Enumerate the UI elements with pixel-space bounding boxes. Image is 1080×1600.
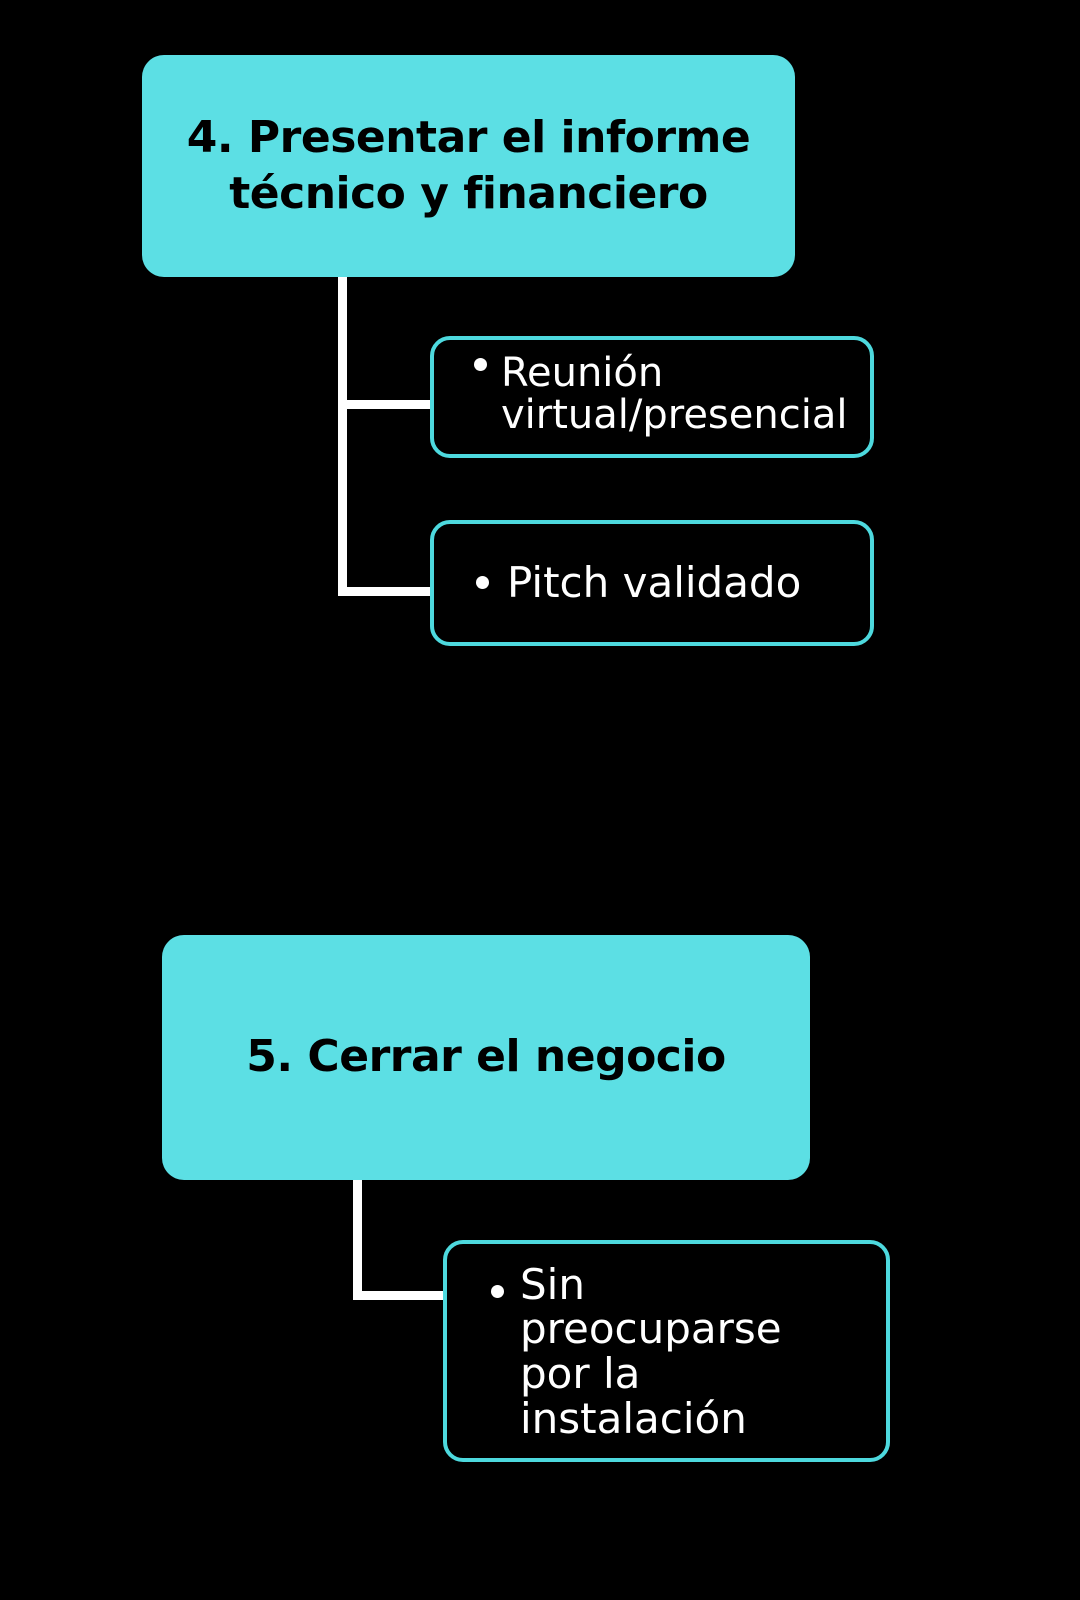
node-step-4[interactable]: 4. Presentar el informe técnico y financ… [142, 55, 795, 277]
connector-branch-step-5-child-1 [353, 1291, 458, 1300]
node-step-4-child-1[interactable]: Reunión virtual/presencial [430, 336, 874, 458]
node-step-5-child-1[interactable]: Sin preocuparse por la instalación [443, 1240, 890, 1462]
connector-branch-step-4-child-2 [338, 587, 438, 596]
node-step-4-child-2[interactable]: Pitch validado [430, 520, 874, 646]
bullet-icon [474, 357, 487, 371]
node-step-4-child-2-label: Pitch validado [507, 557, 802, 607]
node-step-5[interactable]: 5. Cerrar el negocio [162, 935, 810, 1180]
connector-trunk-step-4 [338, 277, 347, 596]
node-step-4-child-1-label: Reunión virtual/presencial [501, 349, 848, 438]
bullet-icon [491, 1284, 504, 1298]
connector-trunk-step-5 [353, 1180, 362, 1300]
node-step-5-child-1-label: Sin preocuparse por la instalación [520, 1259, 782, 1443]
node-step-4-label: 4. Presentar el informe técnico y financ… [186, 111, 751, 219]
bullet-icon [476, 576, 489, 590]
node-step-5-label: 5. Cerrar el negocio [246, 1031, 726, 1083]
connector-branch-step-4-child-1 [338, 400, 438, 409]
